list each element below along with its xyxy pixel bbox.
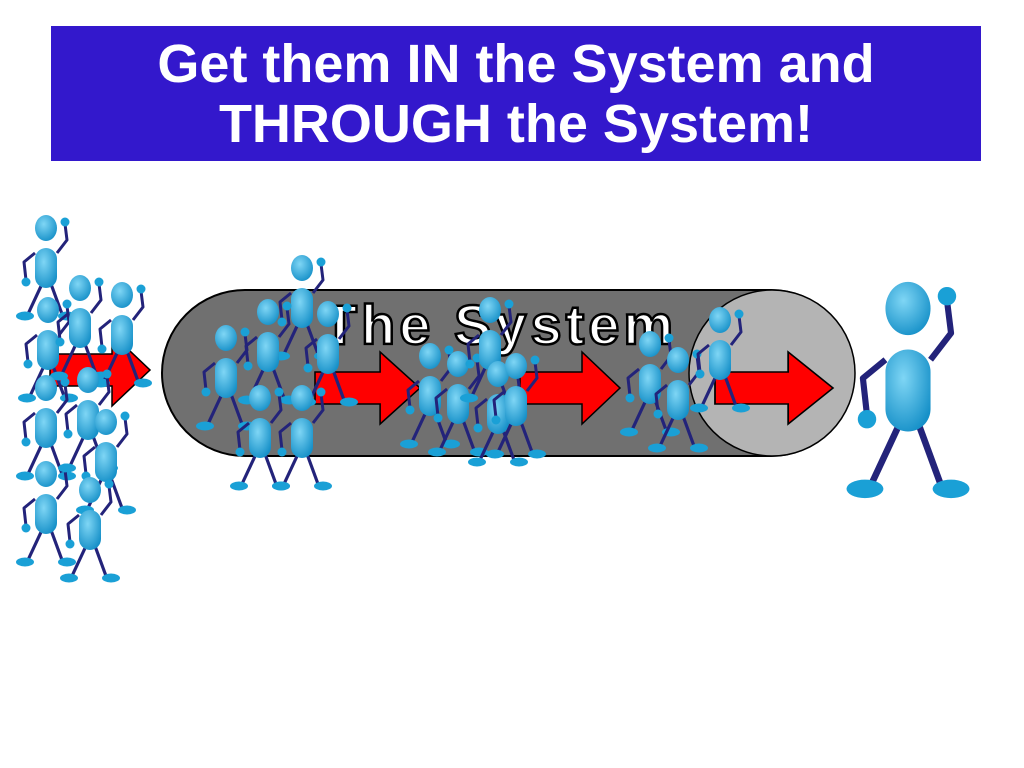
person-figure-icon [58,475,122,585]
title-line-1: Get them IN the System and [157,33,875,94]
title-banner: Get them IN the System and THROUGH the S… [51,26,981,161]
title-line-2: THROUGH the System! [218,93,814,154]
person-figure-icon [847,282,970,498]
waiting-crowd [14,213,154,585]
slide-title: Get them IN the System and THROUGH the S… [157,34,874,154]
